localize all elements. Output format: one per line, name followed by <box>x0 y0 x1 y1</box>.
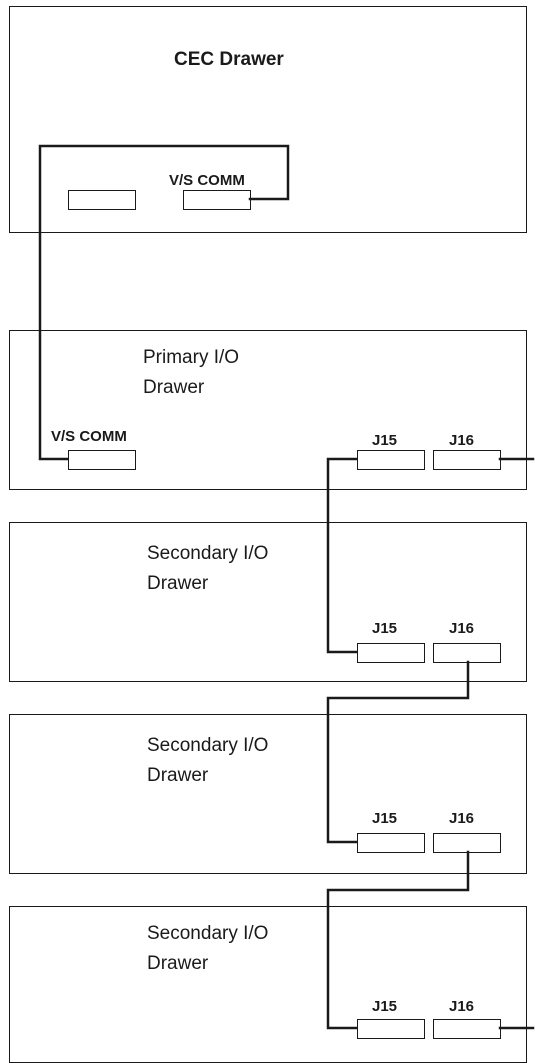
port-label-j15: J15 <box>372 810 398 827</box>
drawer-title-line-1: Secondary I/O <box>147 923 269 944</box>
port-label-vs-comm: V/S COMM <box>51 428 127 445</box>
port-j16 <box>433 643 501 663</box>
port-j16 <box>433 450 501 470</box>
drawer-title-line-2: Drawer <box>147 573 209 594</box>
port-label-j15: J15 <box>372 620 398 637</box>
port-vs-comm <box>183 190 251 210</box>
secondary-io-drawer-3: Secondary I/O Drawer J15 J16 <box>9 906 527 1063</box>
port-label-j16: J16 <box>449 620 475 637</box>
port-vs-comm <box>68 450 136 470</box>
drawer-title-line-1: Secondary I/O <box>147 735 269 756</box>
drawer-title-line-2: Drawer <box>147 953 209 974</box>
port-unlabeled <box>68 190 136 210</box>
port-label-vs-comm: V/S COMM <box>169 172 245 189</box>
port-label-j16: J16 <box>449 998 475 1015</box>
secondary-io-drawer-1: Secondary I/O Drawer J15 J16 <box>9 522 527 682</box>
primary-io-drawer: Primary I/O Drawer V/S COMM J15 J16 <box>9 330 527 490</box>
port-j15 <box>357 643 425 663</box>
port-j16 <box>433 1019 501 1039</box>
port-j15 <box>357 1019 425 1039</box>
port-label-j15: J15 <box>372 998 398 1015</box>
cec-drawer: CEC Drawer V/S COMM <box>9 6 527 233</box>
drawer-title-line-1: Secondary I/O <box>147 543 269 564</box>
secondary-io-drawer-2: Secondary I/O Drawer J15 J16 <box>9 714 527 874</box>
drawer-title-line-1: Primary I/O <box>143 347 240 368</box>
drawer-title: CEC Drawer <box>174 49 284 70</box>
drawer-title-line-2: Drawer <box>143 377 205 398</box>
port-j15 <box>357 833 425 853</box>
port-label-j16: J16 <box>449 810 475 827</box>
port-j15 <box>357 450 425 470</box>
drawer-title-line-2: Drawer <box>147 765 209 786</box>
port-label-j15: J15 <box>372 432 398 449</box>
port-j16 <box>433 833 501 853</box>
port-label-j16: J16 <box>449 432 475 449</box>
